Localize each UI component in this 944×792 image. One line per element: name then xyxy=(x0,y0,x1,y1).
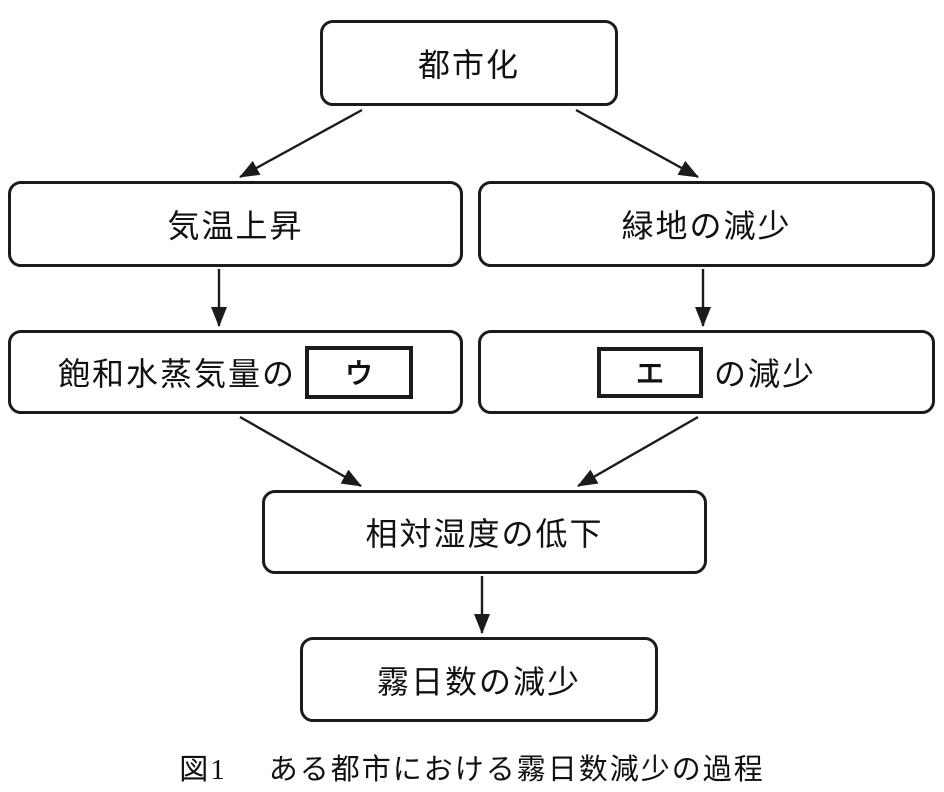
arrow-urbanization-to-green xyxy=(575,108,699,179)
node-fog-days-decrease: 霧日数の減少 xyxy=(300,637,658,722)
node-temperature-rise-label: 気温上昇 xyxy=(167,208,304,244)
node-blank-decrease-suffix: の減少 xyxy=(713,356,816,392)
node-green-space-decrease: 緑地の減少 xyxy=(478,181,935,267)
node-blank-decrease: エ の減少 xyxy=(478,330,935,414)
node-temperature-rise: 気温上昇 xyxy=(8,181,463,267)
arrow-blank-decrease-to-humidity xyxy=(577,415,699,488)
node-saturated-water-vapor-prefix: 飽和水蒸気量の xyxy=(57,356,296,392)
node-urbanization: 都市化 xyxy=(320,20,618,106)
node-fog-days-decrease-label: 霧日数の減少 xyxy=(376,663,581,700)
node-saturated-water-vapor: 飽和水蒸気量の ウ xyxy=(8,330,463,414)
node-green-space-decrease-label: 緑地の減少 xyxy=(621,208,792,244)
figure-caption-text: ある都市における霧日数減少の過程 xyxy=(268,754,765,786)
figure-caption-number: 図1 xyxy=(179,754,227,786)
figure-caption: 図1 ある都市における霧日数減少の過程 xyxy=(0,746,944,788)
answer-blank-u-label: ウ xyxy=(344,358,373,389)
answer-blank-box-e: エ xyxy=(596,346,703,398)
arrow-urbanization-to-temperature xyxy=(239,108,363,179)
answer-blank-e-label: エ xyxy=(635,358,664,389)
node-relative-humidity-drop-label: 相対湿度の低下 xyxy=(365,516,604,552)
arrow-saturation-to-humidity xyxy=(239,415,362,488)
node-relative-humidity-drop: 相対湿度の低下 xyxy=(262,490,707,574)
answer-blank-box-u: ウ xyxy=(305,345,413,399)
node-urbanization-label: 都市化 xyxy=(417,47,520,83)
